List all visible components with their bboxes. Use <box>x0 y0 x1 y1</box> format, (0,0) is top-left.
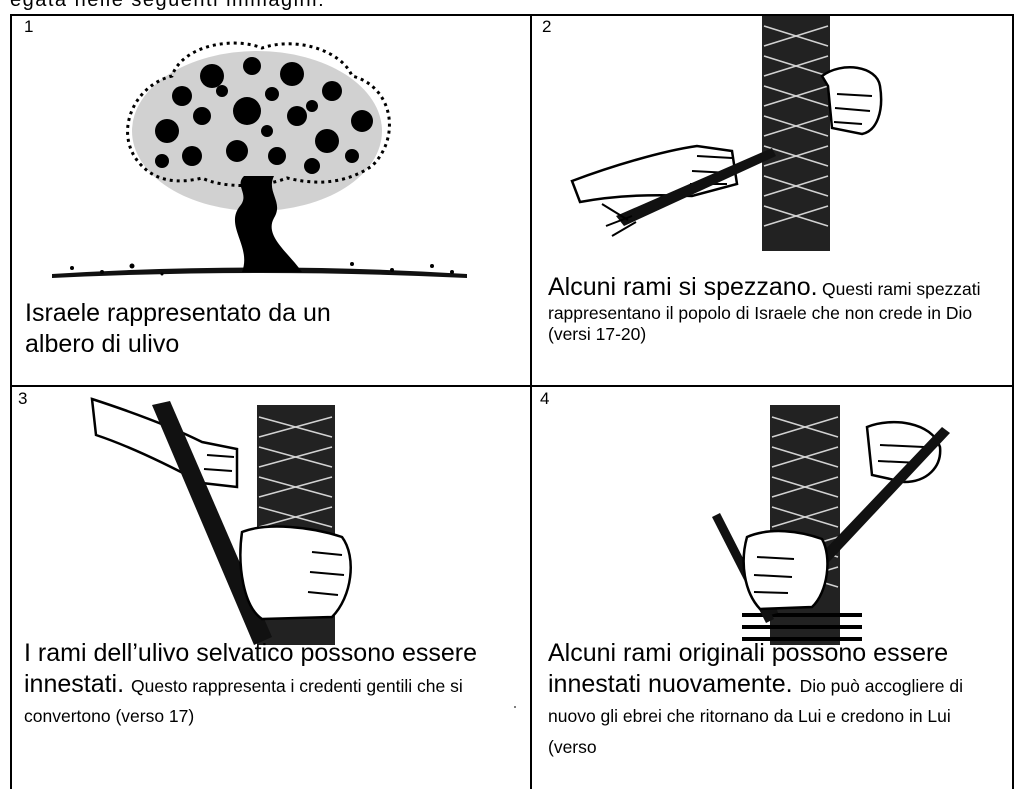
panel-4: 4 Alcuni rami originali possono essere i… <box>532 387 1012 775</box>
grid-vertical-divider <box>530 14 532 789</box>
stray-dot <box>514 706 516 708</box>
panel-caption-main: Israele rappresentato da un albero di ul… <box>25 299 331 358</box>
panel-number: 4 <box>540 389 550 408</box>
panel-number: 1 <box>24 17 34 36</box>
hands-regrafting-branch-illustration <box>712 405 950 645</box>
panel-caption: Alcuni rami si spezzano. Questi rami spe… <box>548 272 1003 346</box>
panel-caption-detail: Questi rami spezzati rappresentano il po… <box>548 279 981 345</box>
panel-caption-detail: Questo rappresenta i credenti gentili ch… <box>24 675 463 727</box>
panel-3: 3 I rami dell’ulivo selvatico possono es… <box>12 387 530 775</box>
olive-tree-illustration <box>52 41 467 278</box>
panel-caption-detail: Dio può accogliere di nuovo gli ebrei ch… <box>548 675 963 757</box>
hands-grafting-wild-branch-illustration <box>90 397 352 645</box>
panel-caption-main: I rami dell’ulivo selvatico possono esse… <box>24 639 477 698</box>
panel-number: 2 <box>542 17 552 36</box>
panel-caption-main: Alcuni rami originali possono essere inn… <box>548 639 949 698</box>
hand-breaking-branch-illustration <box>570 16 883 251</box>
panel-caption-main: Alcuni rami si spezzano. <box>548 273 818 301</box>
header-partial-text: egata nelle seguenti immagini: <box>10 0 326 11</box>
panel-1: 1 Israele rappresentato da un albero di … <box>12 16 530 385</box>
panel-2: 2 Alcuni rami si spezzano. Questi rami s… <box>532 16 1012 385</box>
grid-horizontal-divider <box>10 385 1014 387</box>
panel-number: 3 <box>18 389 28 408</box>
panel-caption: I rami dell’ulivo selvatico possono esse… <box>24 638 484 730</box>
panel-grid <box>10 14 1014 789</box>
panel-caption: Alcuni rami originali possono essere inn… <box>548 638 1003 760</box>
